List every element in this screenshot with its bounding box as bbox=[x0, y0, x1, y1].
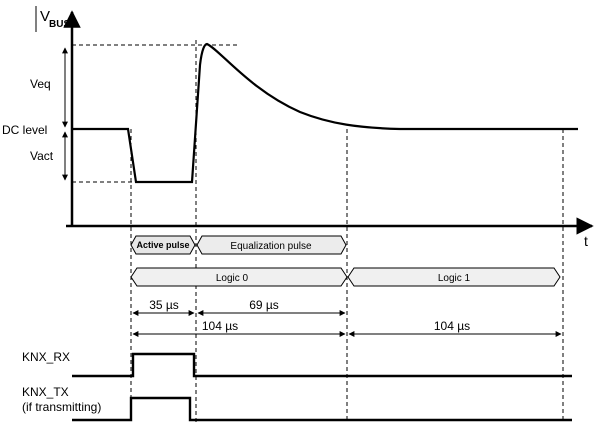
equalization-pulse-box bbox=[196, 235, 347, 255]
logic1-label: Logic 1 bbox=[438, 273, 471, 284]
knx-tx-waveform bbox=[72, 396, 572, 422]
knx-rx-label: KNX_RX bbox=[22, 350, 70, 364]
knx-rx-waveform bbox=[72, 352, 572, 378]
active-pulse-box bbox=[130, 235, 196, 255]
knx-tx-note: (if transmitting) bbox=[22, 400, 101, 414]
duration-104us-first-label: 104 µs bbox=[202, 319, 238, 333]
active-pulse-label: Active pulse bbox=[136, 240, 189, 250]
veq-label: Veq bbox=[30, 77, 51, 91]
duration-69us-label: 69 µs bbox=[249, 298, 279, 312]
duration-104us-second-label: 104 µs bbox=[434, 319, 470, 333]
logic0-label: Logic 0 bbox=[216, 273, 249, 284]
x-axis-label: t bbox=[584, 233, 588, 249]
bus-waveform bbox=[72, 42, 578, 184]
vact-label: Vact bbox=[30, 149, 54, 163]
knx-tx-label: KNX_TX bbox=[22, 385, 69, 399]
y-axis-label: V bbox=[40, 8, 50, 25]
dc-level-label: DC level bbox=[2, 123, 47, 137]
logic1-box bbox=[347, 267, 561, 287]
y-axis-label-sub: BUS bbox=[49, 19, 70, 30]
logic0-box bbox=[130, 267, 348, 287]
duration-35us-label: 35 µs bbox=[149, 298, 179, 312]
equalization-pulse-label: Equalization pulse bbox=[230, 241, 312, 252]
